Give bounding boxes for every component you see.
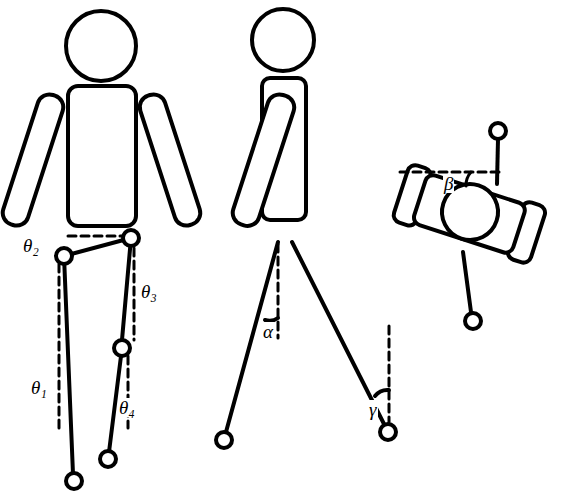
angle-arc (375, 390, 389, 396)
angle-label: γ (368, 400, 378, 419)
angle-arc (466, 172, 471, 186)
shoulders (412, 173, 527, 255)
angle-label: θ₁ (30, 378, 48, 397)
head (66, 11, 136, 81)
knee-joint (114, 340, 130, 356)
limb-line (497, 139, 498, 184)
limb-line (463, 252, 471, 312)
vertical-reference (388, 326, 391, 422)
head (252, 9, 314, 71)
joint (490, 123, 506, 139)
angle-label: θ₄ (118, 398, 136, 417)
foot-joint (216, 432, 232, 448)
angle-arc (265, 318, 278, 321)
vertical-reference (127, 356, 130, 428)
angle-label: β (443, 174, 454, 193)
vertical-reference (277, 244, 280, 338)
hip-joint (123, 230, 139, 246)
angle-label: θ₃ (140, 282, 158, 301)
side-figure (216, 9, 396, 448)
left-arm (0, 91, 66, 228)
joint (465, 313, 481, 329)
rear-leg (292, 242, 384, 424)
foot-joint (100, 451, 116, 467)
front-leg (226, 242, 278, 432)
hip-joint (56, 248, 72, 264)
angle-label: θ₂ (22, 236, 40, 255)
top-figure (392, 123, 547, 329)
vertical-reference (133, 248, 136, 340)
right-arm (137, 91, 204, 228)
vertical-reference (58, 264, 61, 432)
foot-joint (66, 473, 82, 489)
torso (68, 86, 136, 226)
thigh (122, 238, 131, 340)
left-leg (64, 256, 73, 474)
arm (230, 91, 298, 229)
foot-joint (380, 424, 396, 440)
angle-label: α (262, 322, 274, 341)
front-figure (0, 11, 203, 489)
pelvis-line (64, 238, 131, 256)
